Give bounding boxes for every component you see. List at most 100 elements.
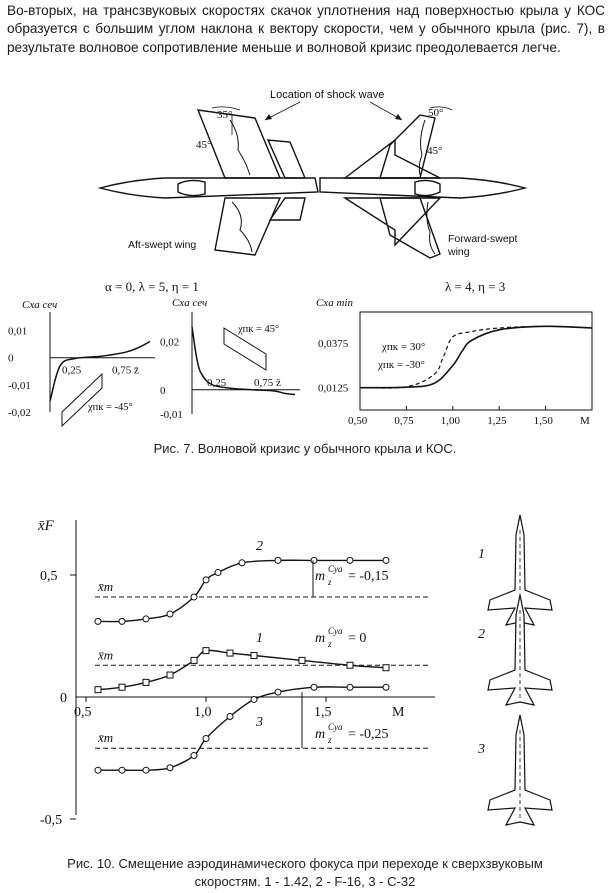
fig10-m-superscript: Cya — [328, 626, 343, 636]
fig10-point-marker — [346, 556, 354, 564]
fig10-point-marker — [226, 713, 234, 721]
planform-diagram: 35° 45° Aft-swept wing 50° 45° Forward-s… — [97, 89, 528, 294]
angle-fwd-inner: 45° — [427, 145, 442, 157]
fig10-point-marker — [202, 576, 210, 584]
fig10-point-marker — [214, 569, 222, 577]
fig10-series-label: 1 — [256, 631, 263, 646]
fig10-m-symbol: m — [315, 727, 325, 742]
fig10-point-marker — [190, 752, 198, 760]
fig10-point-marker — [382, 556, 390, 564]
chart-c-ylabel: Cxa min — [316, 297, 353, 309]
chart-c-xtick: 1,50 — [534, 415, 554, 427]
fig10-m-symbol: m — [315, 631, 325, 646]
fig10-m-value: = -0,15 — [348, 569, 389, 584]
fig10-point-marker — [142, 766, 150, 774]
angle-aft-inner: 45° — [196, 139, 211, 151]
fig10-point-marker — [190, 593, 198, 601]
fig10-point-marker — [346, 661, 354, 669]
fig10-point-marker — [190, 656, 198, 664]
chart-b-series-line — [191, 326, 296, 396]
fig10-ylabel: x̄F — [37, 518, 55, 534]
fig10-xt-label: x̄т — [97, 579, 113, 594]
fig10-m-symbol: m — [315, 569, 325, 584]
chart-c-legend-2: χпк = -30° — [377, 359, 425, 371]
fig10-point-marker — [94, 686, 102, 694]
params-left: α = 0, λ = 5, η = 1 — [105, 279, 199, 294]
chart-a-ytick: 0 — [8, 353, 14, 365]
chart-b-ytick: -0,01 — [160, 409, 183, 421]
fig10-point-marker — [166, 671, 174, 679]
fig10-point-marker — [118, 617, 126, 625]
chart-b-xtick: 0,25 — [207, 377, 227, 389]
fig10-point-marker — [202, 734, 210, 742]
fig10-point-marker — [238, 559, 246, 567]
fig10-series-label: 2 — [256, 539, 263, 554]
chart-c-series-line-1 — [359, 325, 593, 389]
fig10-m-subscript: z — [327, 639, 332, 649]
chart-a-ytick: 0,01 — [8, 326, 27, 338]
chart-b-ytick: 0 — [160, 385, 166, 397]
shock-wave-label: Location of shock wave — [270, 89, 384, 101]
aft-swept-aircraft — [97, 109, 319, 256]
aircraft-label: 3 — [477, 742, 485, 757]
angle-fwd-outer: 50° — [428, 107, 443, 119]
forward-swept-label-1: Forward-swept — [448, 233, 518, 245]
chart-b-ytick: 0,02 — [160, 336, 179, 348]
fig10-m-value: = 0 — [348, 631, 366, 646]
figure7-caption: Рис. 7. Волновой кризис у обычного крыла… — [153, 441, 457, 456]
intro-paragraph: Во-вторых, на трансзвуковых скоростях ск… — [7, 3, 605, 55]
fig10-point-marker — [310, 556, 318, 564]
fig10-m-superscript: Cya — [328, 564, 343, 574]
fig10-point-marker — [118, 683, 126, 691]
fig10-ytick: 0,5 — [40, 569, 58, 584]
chart-c-xlabel: M — [580, 415, 590, 427]
fig10-point-marker — [274, 556, 282, 564]
figure10-caption-line2: скоростям. 1 - 1.42, 2 - F-16, 3 - С-32 — [194, 874, 416, 889]
chart-a-xtick: 0,25 — [62, 365, 82, 377]
chart-a-ylabel: Cxa сеч — [22, 299, 57, 311]
fig10-xt-label: x̄т — [97, 730, 113, 745]
fig10-xt-label: x̄т — [97, 647, 113, 662]
chart-c-series-line-2 — [359, 325, 593, 389]
chart-a-xtick: 0,75 z̄ — [112, 365, 139, 377]
fig10-xlabel: M — [392, 705, 405, 720]
chart-b-annotation: χпк = 45° — [237, 324, 279, 335]
fig10-m-value: = -0,25 — [348, 727, 389, 742]
chart-c-xtick: 1,00 — [441, 415, 461, 427]
fig10-ytick: 0 — [60, 691, 67, 706]
aircraft-label: 2 — [478, 627, 485, 642]
fig10-point-marker — [346, 683, 354, 691]
fig10-point-marker — [310, 683, 318, 691]
fig10-series-line-1 — [97, 649, 387, 691]
fig10-point-marker — [274, 688, 282, 696]
chart-a-ytick: -0,01 — [8, 380, 31, 392]
chart-a-annotation: χпк = -45° — [87, 402, 133, 413]
chart-c-legend-1: χпк = 30° — [381, 341, 425, 353]
fig10-point-marker — [94, 617, 102, 625]
fig10-point-marker — [118, 766, 126, 774]
chart-a-ytick: -0,02 — [8, 407, 31, 419]
chart-b-xtick: 0,75 z̄ — [254, 377, 281, 389]
params-right: λ = 4, η = 3 — [445, 279, 505, 294]
fig10-point-marker — [226, 649, 234, 657]
fig10-xtick: 1,0 — [194, 705, 212, 720]
chart-a-series-line — [49, 340, 151, 402]
figure7-charts: Cxa сеч 0,01 0 -0,01 -0,02 0,25 0,75 z̄ χпк = -… — [8, 297, 593, 428]
fig10-m-superscript: Cya — [328, 722, 343, 732]
angle-aft-outer: 35° — [217, 109, 232, 121]
fig10-point-marker — [382, 683, 390, 691]
fig10-series-line-2 — [97, 559, 386, 623]
fig10-m-subscript: z — [327, 577, 332, 587]
fig10-series-line-3 — [98, 686, 386, 772]
chart-b-wing-sketch — [223, 327, 267, 371]
fig10-point-marker — [250, 695, 258, 703]
chart-a-wing-sketch — [61, 372, 103, 428]
figure10-caption-line1: Рис. 10. Смещение аэродинамического фоку… — [67, 856, 543, 871]
chart-c-ytick: 0,0375 — [318, 338, 349, 350]
chart-c-xtick: 1,25 — [487, 415, 507, 427]
fig10-point-marker — [166, 764, 174, 772]
chart-c-xtick: 0,75 — [394, 415, 414, 427]
fig10-point-marker — [202, 647, 210, 655]
fig10-point-marker — [250, 652, 258, 660]
